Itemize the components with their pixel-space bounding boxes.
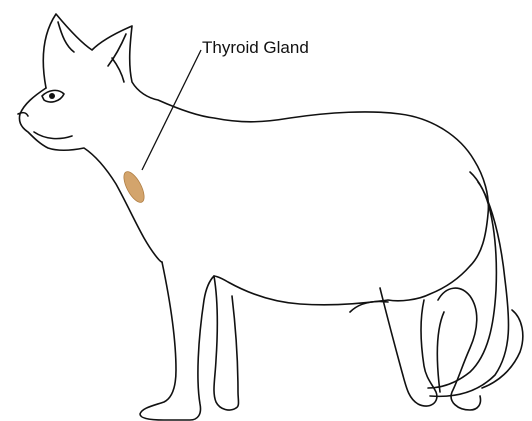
cat-body-outline xyxy=(43,14,488,305)
cat-chest-face xyxy=(19,88,162,262)
thyroid-gland-label: Thyroid Gland xyxy=(202,38,309,57)
cat-near-front-leg xyxy=(140,262,214,420)
cat-ear-details xyxy=(58,22,126,82)
cat-tail xyxy=(428,172,523,396)
cat-pupil xyxy=(49,93,55,99)
callout-line xyxy=(142,50,201,170)
cat-far-hind-leg xyxy=(437,288,480,410)
cat-near-hind-leg xyxy=(350,288,437,406)
cat-mouth xyxy=(34,132,72,139)
cat-far-front-leg xyxy=(214,276,239,410)
